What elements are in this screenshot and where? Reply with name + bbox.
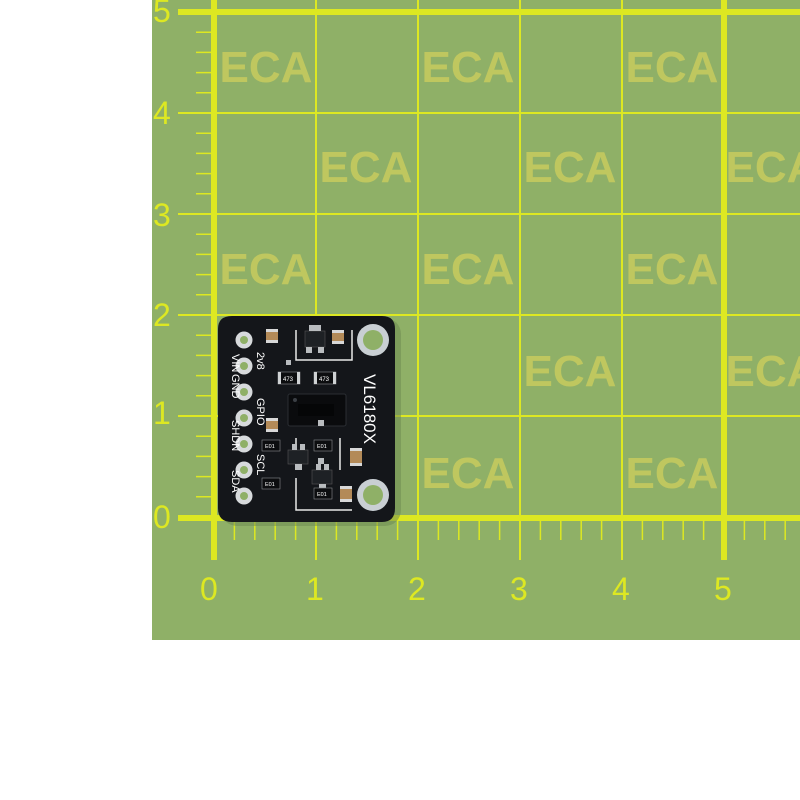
pin-pad (235, 409, 253, 427)
pin-label-2v8: 2v8 (254, 352, 266, 370)
cutting-mat-photo: ECA ECA ECA ECA ECA ECA ECA ECA ECA ECA ECA ECAECA … (152, 0, 800, 640)
resistor: E01 (261, 439, 281, 452)
resistor: 473 (277, 371, 301, 385)
capacitor (266, 329, 278, 343)
x-axis-labels: 0 1 2 3 4 5 (200, 571, 732, 607)
watermark-text: ECA (524, 143, 617, 192)
pin-label-gnd: GND (229, 374, 241, 399)
mounting-hole-top (357, 324, 389, 356)
watermark-text: ECA (726, 143, 800, 192)
pin-label-vin: VIN (229, 354, 241, 372)
regulator-top (304, 325, 326, 353)
pin-pad (235, 383, 253, 401)
watermark-text: ECA (626, 43, 719, 92)
pin-pad (235, 461, 253, 479)
watermark-text: ECA (422, 43, 515, 92)
watermark-text: ECA (524, 347, 617, 396)
board-title: VL6180X (360, 374, 379, 444)
watermark-text: ECA (626, 449, 719, 498)
resistor: 473 (313, 371, 337, 385)
transistor-right (311, 464, 333, 490)
y-axis-labels: 0 1 2 3 4 5 (153, 0, 171, 535)
watermark-text: ECA (726, 347, 800, 396)
y-label-4: 4 (153, 95, 171, 131)
pin-pad (235, 357, 253, 375)
pin-label-sda: SDA (229, 470, 241, 493)
sensor-chip (287, 393, 347, 427)
watermark-text: ECA (320, 143, 413, 192)
y-label-0: 0 (153, 499, 171, 535)
x-label-0: 0 (200, 571, 218, 607)
watermark-text: ECA (422, 245, 515, 294)
pin-pad (235, 487, 253, 505)
resistor: E01 (261, 477, 281, 490)
resistor: E01 (313, 439, 333, 452)
resistor-marking: E01 (317, 492, 327, 498)
capacitor (350, 448, 362, 466)
watermark-text: ECA (422, 449, 515, 498)
resistor-marking: E01 (265, 444, 275, 450)
capacitor (340, 486, 352, 502)
watermark-text: ECA (220, 245, 313, 294)
resistor-marking: 473 (283, 377, 294, 383)
y-label-2: 2 (153, 297, 171, 333)
sensor-board: VIN 2v8 GND GPIO SHDN SCL SDA VL6180X (218, 316, 401, 526)
x-label-4: 4 (612, 571, 630, 607)
capacitor (266, 418, 278, 432)
y-label-1: 1 (153, 395, 171, 431)
small-pads (286, 360, 324, 464)
mounting-hole-bottom (357, 479, 389, 511)
resistor-marking: 473 (319, 377, 330, 383)
x-label-1: 1 (306, 571, 324, 607)
y-label-3: 3 (153, 197, 171, 233)
pin-label-scl: SCL (254, 454, 266, 475)
transistor-left (287, 444, 309, 470)
pin-pad (235, 435, 253, 453)
x-label-2: 2 (408, 571, 426, 607)
pin-label-gpio: GPIO (254, 398, 266, 426)
resistor: E01 (313, 487, 333, 500)
pin-header (235, 331, 253, 505)
x-label-3: 3 (510, 571, 528, 607)
pin-pad (235, 331, 253, 349)
watermark-text: ECA (220, 43, 313, 92)
watermarks: ECA ECA ECA ECA ECA ECA ECA ECA ECA ECA ECA ECA ECA (220, 43, 800, 498)
x-label-5: 5 (714, 571, 732, 607)
watermark-text: ECA (626, 245, 719, 294)
grid-lines (178, 0, 800, 560)
pin-label-shdn: SHDN (229, 420, 241, 451)
resistor-marking: E01 (317, 444, 327, 450)
y-label-5: 5 (153, 0, 171, 29)
resistor-marking: E01 (265, 482, 275, 488)
capacitor (332, 330, 344, 344)
